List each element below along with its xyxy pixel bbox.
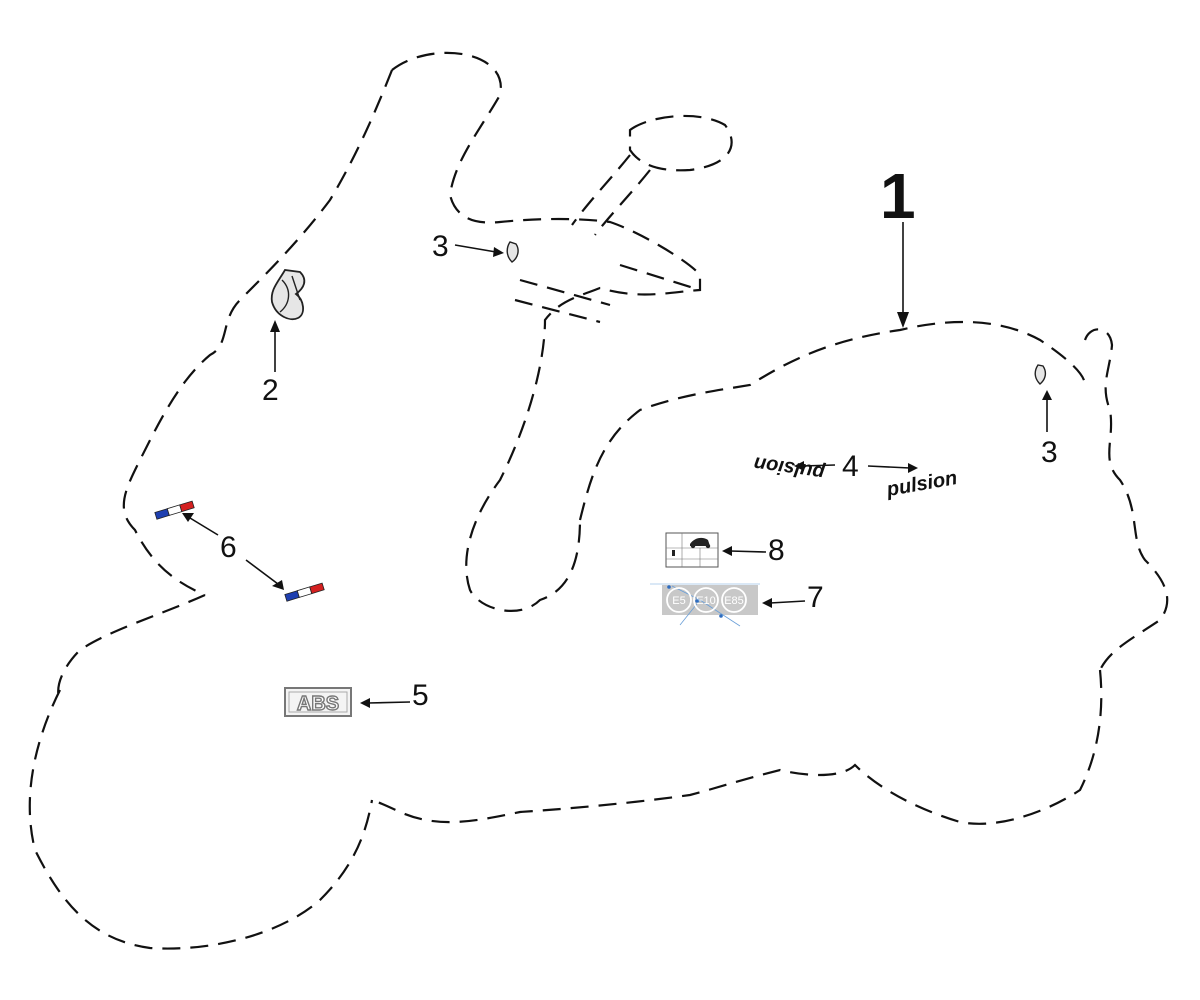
- fuel-e10-text: E10: [696, 595, 716, 607]
- fuel-e85-text: E85: [724, 595, 744, 607]
- fairing-outline-left: [28, 51, 702, 950]
- abs-badge-text: ABS: [297, 693, 339, 715]
- front-mudguard-outline: [514, 114, 733, 324]
- fuel-callout: 7: [807, 581, 824, 614]
- abs-badge: ABS 5: [284, 679, 429, 717]
- main-callout-label: 1: [880, 160, 916, 232]
- lion-emblem-large: 2: [262, 269, 306, 407]
- small-emblem-rear-callout: 3: [1041, 436, 1058, 469]
- tricolour-callout: 6: [220, 531, 237, 564]
- pulsion-decal-left: pulsion: [752, 452, 826, 484]
- small-emblem-front: 3: [432, 230, 519, 263]
- small-emblem-rear: 3: [1034, 364, 1058, 469]
- main-leader-1: 1: [880, 160, 916, 328]
- pulsion-decal-right: pulsion: [884, 467, 959, 501]
- fuel-label: E5 E10 E85 7: [650, 581, 824, 627]
- fuel-e5-text: E5: [672, 595, 685, 607]
- pulsion-callout: 4: [842, 450, 859, 483]
- lion-emblem-callout: 2: [262, 374, 279, 407]
- small-emblem-front-callout: 3: [432, 230, 449, 263]
- tyre-pressure-callout: 8: [768, 534, 785, 567]
- abs-callout: 5: [412, 679, 429, 712]
- fairing-outline-right: [371, 320, 1169, 825]
- tyre-pressure-label: 8: [665, 532, 785, 568]
- tricolour-stripes: 6: [154, 500, 325, 602]
- pulsion-decals: pulsion pulsion 4: [752, 450, 958, 501]
